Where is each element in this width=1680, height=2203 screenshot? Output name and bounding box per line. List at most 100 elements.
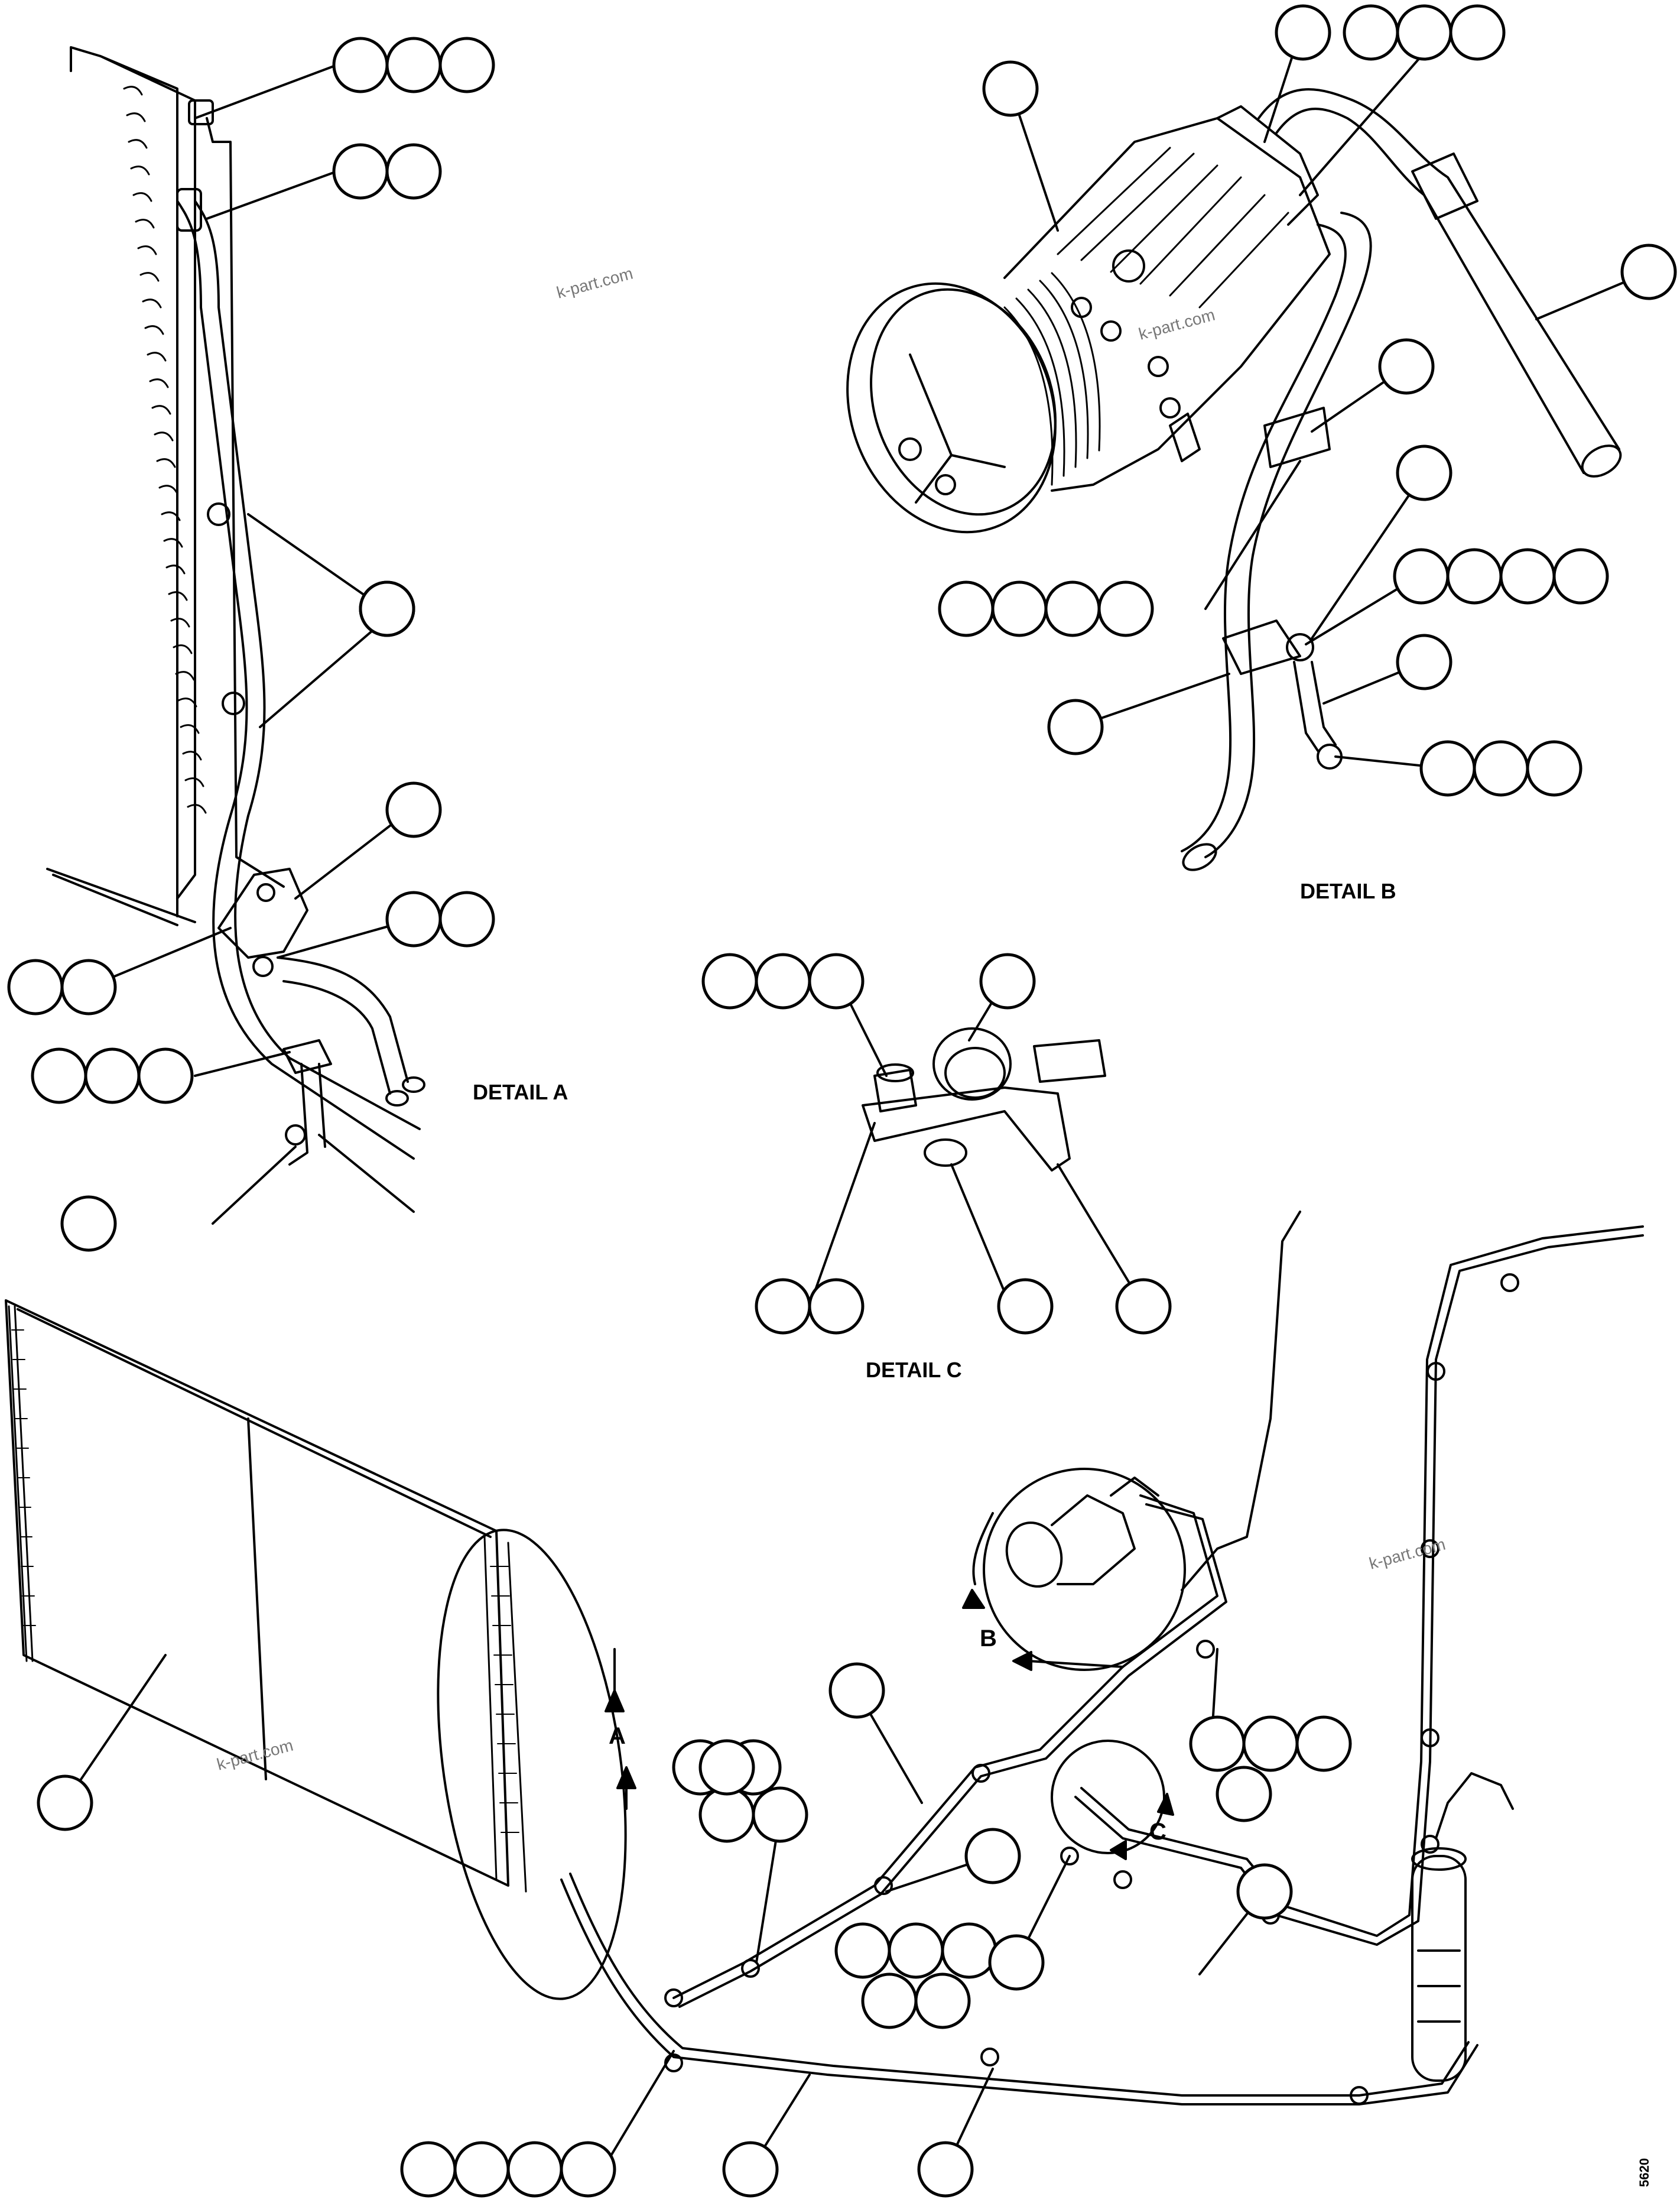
- callout-balloon-detail-b-6-4: [1097, 580, 1154, 637]
- detail-c-arrowhead-2: [1110, 1840, 1127, 1860]
- detail-b-arrow: [972, 1512, 1124, 1668]
- watermark-2: k-part.com: [1137, 306, 1217, 343]
- pulley-bolt-2: [935, 474, 956, 495]
- callout-balloon-detail-a-1-1: [332, 37, 389, 93]
- bracket-b: [1293, 661, 1337, 752]
- suction-clamp: [1263, 407, 1331, 468]
- view-c-label: C: [1149, 1819, 1166, 1845]
- callout-balloon-detail-b-1-1: [1275, 4, 1331, 61]
- clamp-loop-c: [932, 1027, 1012, 1101]
- condenser-side-rail: [8, 1305, 527, 1893]
- compressor-pulley: [846, 282, 1057, 534]
- watermark-4: k-part.com: [215, 1736, 295, 1774]
- callout-balloon-overview-3-1: [400, 2141, 457, 2198]
- clamp-loop-c-inner: [944, 1047, 1006, 1099]
- detail-b-zone: [983, 1468, 1186, 1671]
- clamp-bolt-c: [873, 1069, 917, 1112]
- callout-balloon-overview-9-3: [1295, 1715, 1352, 1772]
- side-plate-a: [206, 117, 285, 888]
- pulley-spokes: [909, 353, 1006, 504]
- callout-balloon-detail-a-7-2: [60, 959, 117, 1015]
- lower-clamp-bolt-b: [1286, 633, 1314, 661]
- compressor-ribs: [1057, 147, 1289, 309]
- compressor-bolt-2: [1100, 320, 1122, 342]
- overview-drawing: [5, 1211, 1644, 2105]
- callout-balloon-overview-5-3: [698, 1786, 755, 1843]
- callout-balloon-overview-9-1: [1189, 1715, 1246, 1772]
- detail-c-arrowhead-1: [1157, 1793, 1174, 1816]
- callout-balloon-overview-7-1: [917, 2141, 974, 2198]
- callout-balloon-detail-a-8-3: [137, 1047, 194, 1104]
- clamp-bolt-a: [252, 956, 274, 977]
- callout-balloon-overview-9-4: [1216, 1766, 1272, 1822]
- clamp-stud-c: [1033, 1039, 1106, 1083]
- compressor-connector: [1169, 413, 1201, 462]
- callout-balloon-detail-c-1-1: [701, 953, 758, 1010]
- suction-hose-end: [1182, 843, 1217, 871]
- callout-balloon-overview-1-1: [37, 1774, 93, 1831]
- callout-balloon-overview-10-1: [1236, 1863, 1293, 1920]
- discharge-line: [672, 1494, 1218, 1999]
- discharge-hose-sleeve: [1411, 153, 1478, 220]
- detail-a-zone: [437, 1529, 627, 2000]
- discharge-line-inner: [678, 1503, 1227, 2008]
- line-clamps: [664, 1273, 1519, 2105]
- lower-clamp-a: [282, 1039, 332, 1074]
- compressor-bolt-3: [1148, 356, 1169, 377]
- callout-balloon-overview-8-2: [888, 1922, 944, 1979]
- hose-a: [277, 956, 409, 1095]
- callout-balloon-detail-b-4-1: [1620, 244, 1677, 300]
- callout-balloon-detail-c-5-1: [1115, 1278, 1172, 1335]
- bracket-a: [217, 868, 308, 959]
- callout-balloon-detail-a-5-1: [385, 781, 442, 838]
- liquid-line: [560, 1878, 1478, 2105]
- callout-balloon-detail-b-6-3: [1044, 580, 1101, 637]
- callout-balloon-overview-11-1: [988, 1934, 1045, 1991]
- compressor-small: [1005, 1477, 1159, 1588]
- compressor-port: [1112, 249, 1145, 283]
- callout-balloon-overview-3-4: [560, 2141, 616, 2198]
- watermark-3: k-part.com: [1367, 1535, 1448, 1573]
- callout-balloon-detail-b-1-2: [1343, 4, 1399, 61]
- bracket-bolt-a: [256, 883, 275, 902]
- callout-balloon-overview-2-1: [828, 1662, 885, 1719]
- callout-balloon-detail-a-2-2: [385, 143, 442, 200]
- discharge-hose-end: [1581, 445, 1622, 478]
- callout-balloon-overview-5-5: [698, 1739, 755, 1796]
- suction-line: [1074, 1234, 1644, 1946]
- suction-line-inner: [1080, 1225, 1644, 1937]
- condenser-panel: [5, 1299, 509, 1887]
- refrigerant-line-a: [176, 200, 415, 1160]
- callout-balloon-overview-3-2: [453, 2141, 510, 2198]
- clamp-a2: [222, 692, 245, 715]
- callout-balloon-detail-b-8-1: [1393, 548, 1450, 605]
- callout-balloon-detail-c-4-1: [997, 1278, 1054, 1335]
- callout-balloon-detail-b-10-3: [1526, 740, 1582, 797]
- callout-balloon-detail-b-10-1: [1419, 740, 1476, 797]
- condenser-frame-a: [52, 46, 196, 926]
- callout-balloon-overview-3-3: [506, 2141, 563, 2198]
- callout-balloon-detail-a-8-2: [84, 1047, 141, 1104]
- callout-balloon-detail-b-10-2: [1473, 740, 1529, 797]
- callout-balloon-detail-a-1-2: [385, 37, 442, 93]
- discharge-hose: [1257, 88, 1620, 474]
- callout-balloon-detail-a-6-2: [438, 891, 495, 948]
- fitting-a1: [176, 188, 202, 232]
- detail-a-label: DETAIL A: [473, 1080, 568, 1104]
- condenser-fins: [11, 1329, 519, 1833]
- callout-balloon-detail-a-7-1: [7, 959, 64, 1015]
- condenser-edge-a: [46, 868, 196, 923]
- callout-balloon-detail-b-8-2: [1446, 548, 1503, 605]
- callout-balloon-detail-a-1-3: [438, 37, 495, 93]
- suction-hose: [1181, 212, 1372, 858]
- compressor-manifold: [1216, 105, 1319, 226]
- callout-balloon-detail-b-7-1: [1396, 445, 1452, 501]
- detail-c-drawing: [862, 1027, 1106, 1172]
- callout-balloon-detail-c-2-1: [979, 953, 1036, 1010]
- refrigerant-line-a-inner: [194, 200, 421, 1130]
- callout-balloon-detail-b-11-1: [1047, 699, 1104, 755]
- callout-balloon-detail-c-3-2: [808, 1278, 865, 1335]
- clamp-plate-c: [862, 1086, 1071, 1172]
